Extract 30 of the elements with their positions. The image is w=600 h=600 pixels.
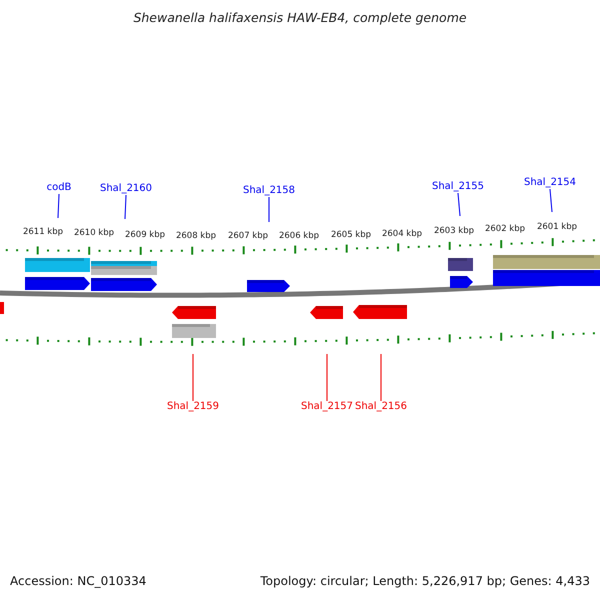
accession-text: Accession: NC_010334 — [10, 574, 146, 588]
gene-label: codB — [46, 182, 72, 194]
scale-label: 2605 kbp — [330, 230, 372, 240]
scale-label: 2608 kbp — [174, 231, 218, 241]
gene-label: Shal_2158 — [242, 185, 296, 197]
scale-label: 2606 kbp — [278, 231, 320, 241]
gene-label: Shal_2156 — [354, 401, 408, 413]
gene-label: Shal_2160 — [100, 183, 152, 195]
leader-line — [58, 194, 60, 218]
gene-label: Shal_2155 — [432, 181, 484, 193]
leader-line — [192, 354, 194, 402]
gene-label: Shal_2157 — [300, 401, 354, 413]
scale-label: 2609 kbp — [124, 230, 166, 240]
scale-label: 2603 kbp — [432, 226, 476, 236]
scale-label: 2601 kbp — [536, 222, 578, 232]
leader-line — [458, 192, 460, 216]
scale-label: 2610 kbp — [72, 228, 116, 238]
leader-line — [550, 188, 552, 212]
leader-line — [124, 194, 126, 220]
genome-stats-text: Topology: circular; Length: 5,226,917 bp; Genes: 4,433 — [260, 574, 590, 588]
scale-label: 2604 kbp — [380, 229, 424, 239]
leader-line — [326, 354, 328, 402]
gene-label: Shal_2154 — [524, 177, 576, 189]
scale-label: 2607 kbp — [226, 231, 270, 241]
leader-line — [380, 354, 382, 402]
gene-label: Shal_2159 — [166, 401, 220, 413]
scale-label: 2602 kbp — [484, 224, 526, 234]
scale-label: 2611 kbp — [22, 227, 64, 237]
diagram-title: Shewanella halifaxensis HAW-EB4, complete genome — [133, 10, 467, 25]
leader-line — [268, 196, 270, 222]
